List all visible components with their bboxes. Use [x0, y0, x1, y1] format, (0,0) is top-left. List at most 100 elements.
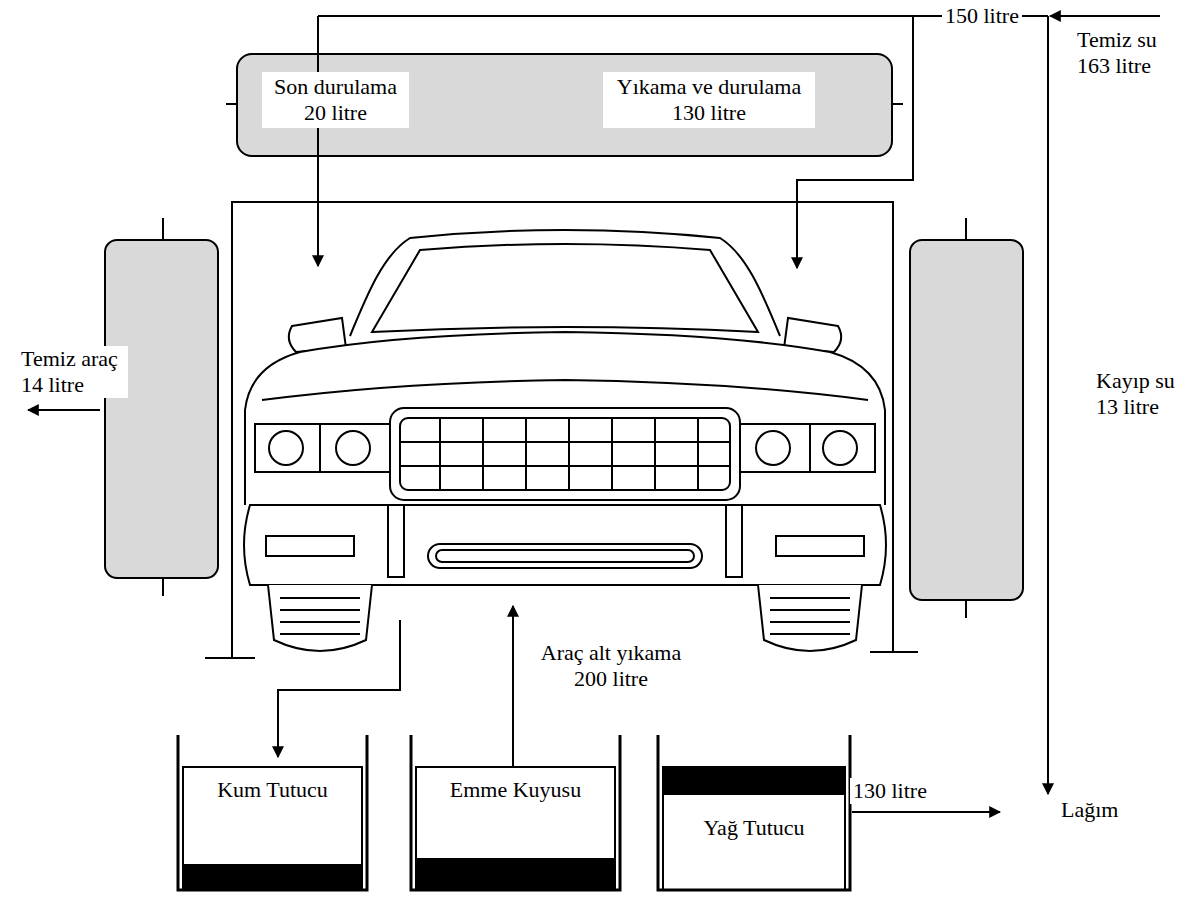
- tank-label: Yağ Tutucu: [703, 815, 804, 841]
- flow-label: 150 litre: [942, 3, 1022, 29]
- car-drawing: [280, 621, 360, 623]
- side-brush: [162, 218, 164, 240]
- tank-outline: [178, 735, 367, 890]
- tank-outline: [663, 767, 845, 795]
- oil-separator: Yağ Tutucu: [655, 735, 853, 893]
- car-drawing: [568, 418, 570, 490]
- car-drawing: [770, 609, 850, 611]
- label-holder: 150 litre: [942, 3, 1022, 29]
- car-drawing: [319, 424, 321, 472]
- sand-trap: Kum Tutucu: [175, 735, 370, 893]
- car-drawing: [280, 598, 850, 634]
- suction-well: Emme Kuyusu: [408, 735, 623, 893]
- car-drawing: [255, 424, 390, 472]
- flow-line: [852, 811, 1000, 813]
- flow-line: [512, 606, 514, 766]
- spray-label: Yıkama ve durulama 130 litre: [603, 72, 815, 128]
- car-drawing: [525, 418, 527, 490]
- spray-bar-fill: [226, 53, 903, 157]
- flow-line: [28, 16, 1160, 812]
- tank-outline: [183, 864, 362, 890]
- car-drawing: [336, 431, 370, 465]
- car-drawing: [269, 431, 303, 465]
- tank-outline: [416, 767, 615, 890]
- spray-bar-fill: [226, 103, 236, 105]
- car-drawing: [697, 418, 699, 490]
- car-drawing: [244, 230, 886, 651]
- flow-line: [28, 409, 100, 411]
- car-drawing: [428, 544, 702, 568]
- label-holder: 130 litre: [850, 778, 930, 804]
- flow-label: Temiz araç 14 litre: [18, 346, 128, 398]
- spray-label: Son durulama 20 litre: [262, 72, 409, 128]
- car-drawing: [770, 597, 850, 599]
- car-drawing: [266, 536, 354, 556]
- car-drawing: [262, 380, 868, 400]
- tank-outline: [416, 858, 615, 890]
- car-drawing: [439, 418, 441, 490]
- car-drawing: [350, 230, 780, 336]
- label-holder: Temiz araç 14 litre: [18, 346, 128, 398]
- car-drawing: [280, 609, 360, 611]
- spray-bar-fill: [236, 53, 893, 157]
- tank-outline: [183, 767, 362, 890]
- spray-bar-fill: [893, 103, 903, 105]
- car-drawing: [482, 418, 484, 490]
- car-drawing: [436, 550, 694, 562]
- flow-label: 130 litre: [850, 778, 930, 804]
- car-drawing: [740, 424, 875, 472]
- tank-outline: [655, 735, 853, 893]
- car-drawing: [654, 418, 656, 490]
- label-holder: Araç alt yıkama 200 litre: [526, 640, 696, 692]
- tank-label: Kum Tutucu: [217, 777, 328, 803]
- tank-outline: [658, 735, 850, 890]
- flow-label: Temiz su 163 litre: [1074, 27, 1175, 79]
- spray-bar: Son durulama 20 litre Yıkama ve durulama …: [236, 53, 893, 157]
- flow-line: [1050, 15, 1160, 17]
- tank-outline: [408, 735, 623, 893]
- car-drawing: [400, 441, 730, 443]
- label-holder: Kayıp su 13 litre: [1093, 368, 1191, 420]
- car-drawing: [388, 505, 404, 577]
- car-drawing: [440, 418, 698, 490]
- label-holder: Lağım: [1058, 797, 1121, 823]
- car-drawing: [244, 505, 886, 585]
- side-brush: [162, 578, 164, 596]
- tank-outline: [411, 735, 620, 890]
- tank-label: Emme Kuyusu: [450, 777, 581, 803]
- flow-line: [1047, 16, 1049, 794]
- car-drawing: [390, 408, 740, 500]
- car-drawing: [823, 431, 857, 465]
- car-drawing: [400, 418, 730, 490]
- wash-frame: [205, 657, 255, 659]
- tank-outline: [663, 767, 845, 890]
- car-drawing: [372, 244, 758, 332]
- car-drawing: [776, 536, 864, 556]
- car-drawing: [400, 465, 730, 467]
- car-drawing: [756, 431, 790, 465]
- car-drawing: [758, 585, 862, 651]
- car-drawing: [809, 424, 811, 472]
- side-brush: [105, 240, 218, 578]
- label-holder: Temiz su 163 litre: [1074, 27, 1175, 79]
- car-drawing: [280, 597, 360, 599]
- flow-line: [278, 620, 400, 757]
- car-drawing: [770, 621, 850, 623]
- flow-line: [318, 15, 1048, 17]
- car-drawing: [611, 418, 613, 490]
- wash-frame: [870, 651, 918, 653]
- side-brush: [910, 240, 1023, 600]
- side-brush: [965, 218, 967, 240]
- wash-frame: [232, 202, 893, 658]
- flow-label: Araç alt yıkama 200 litre: [526, 640, 696, 692]
- car-drawing: [726, 505, 742, 577]
- side-brush: [965, 600, 967, 618]
- car-drawing: [280, 633, 360, 635]
- wash-frame: [205, 202, 918, 658]
- car-drawing: [268, 585, 372, 651]
- flow-label: Lağım: [1058, 797, 1121, 823]
- car-drawing: [245, 332, 885, 505]
- car-drawing: [770, 633, 850, 635]
- tank-outline: [175, 735, 370, 893]
